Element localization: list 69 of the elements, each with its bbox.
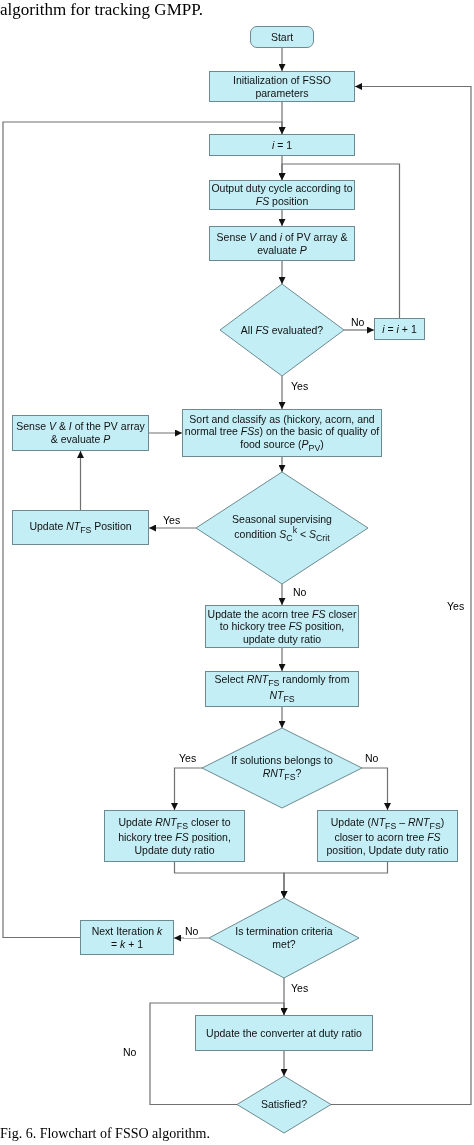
arrow [2,121,286,939]
step-text: Update RNT$_{FS}$ closer to hickory tree FS position, Update duty ratio [117,815,232,857]
step-text: Update NT$_{FS}$ Position [29,519,132,536]
edge-label: Yes [290,380,310,393]
arrow [343,326,375,334]
edge-label: No [364,752,380,765]
decision-diamond [220,284,344,376]
step-text: Sort and classify as (hickory, acorn, and normal tree FSs) on the basic of quality of food source (P$_{PV}$) [183,412,381,454]
arrow [278,706,286,729]
arrow [278,260,286,285]
decision-text: If solutions belongs to RNT$_{FS}$? [230,753,334,783]
step-text: Initialization of FSSO parameters [231,73,332,100]
edge-label: No [350,316,366,329]
arrow [278,47,286,72]
figure-caption: Fig. 6. Flowchart of FSSO algorithm. [0,1126,210,1142]
process-box [374,318,425,340]
step-text: Start [270,30,294,44]
edge-label: Yes [446,600,466,613]
arrow [171,767,203,811]
edge-label: Yes [178,752,198,765]
process-box [209,71,355,102]
arrow [330,83,472,1106]
edge-label: No [122,1046,138,1059]
step-text: Sense V & I of the PV array & evaluate P [15,420,146,446]
arrow [278,209,286,227]
step-text: Update the converter at duty ratio [206,1026,362,1040]
arrow [173,934,210,942]
decision-diamond [209,898,359,978]
preceding-text: algorithm for tracking GMPP. [0,0,204,20]
process-box [209,134,355,156]
decision-diamond [196,472,368,584]
edge-label: Yes [162,514,182,527]
process-box [12,510,149,545]
step-text: Update (NT$_{FS}$ – RNT$_{FS}$) closer to acorn tree FS position, Update duty ratio [325,815,450,857]
step-text: i = i + 1 [382,322,417,336]
arrow [149,1002,288,1106]
edge-label: No [292,586,308,599]
process-box [195,1015,373,1051]
edge-label: No [184,925,200,938]
process-box [205,671,359,707]
arrow [278,163,401,319]
arrow [361,767,391,811]
arrow [278,647,286,672]
decision-text: All FS evaluated? [240,323,324,337]
arrow [278,456,286,473]
decision-diamond [202,728,362,808]
process-box [80,920,174,955]
arrow [278,583,286,606]
process-box [104,810,245,862]
decision-text: Seasonal supervising condition S$_{C}$$^{k}$ < S$_{Crit}$ [231,512,333,544]
step-text: i = 1 [271,138,293,152]
arrow [278,375,286,410]
arrow [148,524,197,532]
process-box [209,226,355,261]
edge-label: Yes [290,982,310,995]
decision-text: Satisfied? [260,1098,308,1111]
arrow [280,1050,288,1077]
decision-diamond [237,1076,331,1133]
step-text: Output duty cycle according to FS position [210,182,354,208]
step-text: Sense V and i of PV array & evaluate P [215,230,349,257]
process-box [317,810,458,862]
step-text: Select RNT$_{FS}$ randomly from NT$_{FS}$ [213,673,351,705]
decision-text: Is termination criteria met? [234,925,334,951]
step-text: Next Iteration k = k + 1 [91,924,163,951]
start-terminal [250,26,314,48]
arrow [280,861,389,899]
step-text: Update the acorn tree FS closer to hickory tree FS position, update duty ratio [206,607,358,646]
arrow [77,450,84,511]
arrow [148,429,183,437]
